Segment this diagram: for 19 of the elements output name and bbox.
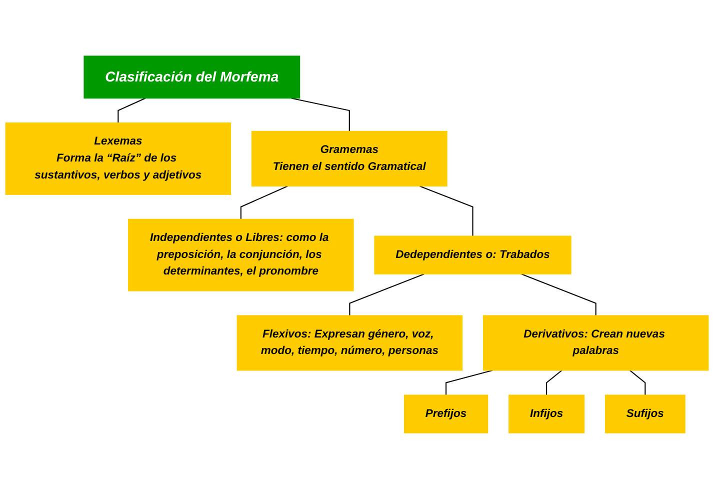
connector: [419, 186, 474, 236]
node-box: Clasificación del Morfema: [84, 56, 300, 99]
node-box: Lexemas Forma la “Raíz” de los sustantivos, verbos y adjetivos: [5, 122, 232, 195]
connector: [521, 274, 596, 316]
connector: [349, 274, 424, 316]
node-box: Independientes o Libres: como la preposición, la conjunción, los determinantes, el pronombre: [128, 218, 354, 292]
connector: [630, 370, 646, 395]
node-box: Sufijos: [604, 394, 686, 434]
node-box: Prefijos: [404, 394, 488, 434]
node-box: Dedependientes o: Trabados: [374, 236, 572, 274]
node-box: Flexivos: Expresan género, voz, modo, tiempo, número, personas: [236, 315, 463, 371]
node-box: Infijos: [508, 394, 585, 434]
connector: [546, 370, 562, 395]
connector: [291, 98, 350, 132]
connector: [446, 370, 493, 395]
node-box: Derivativos: Crean nuevas palabras: [482, 315, 709, 371]
connector: [240, 186, 288, 220]
connector: [118, 98, 146, 123]
node-box: Gramemas Tienen el sentido Gramatical: [251, 130, 448, 186]
